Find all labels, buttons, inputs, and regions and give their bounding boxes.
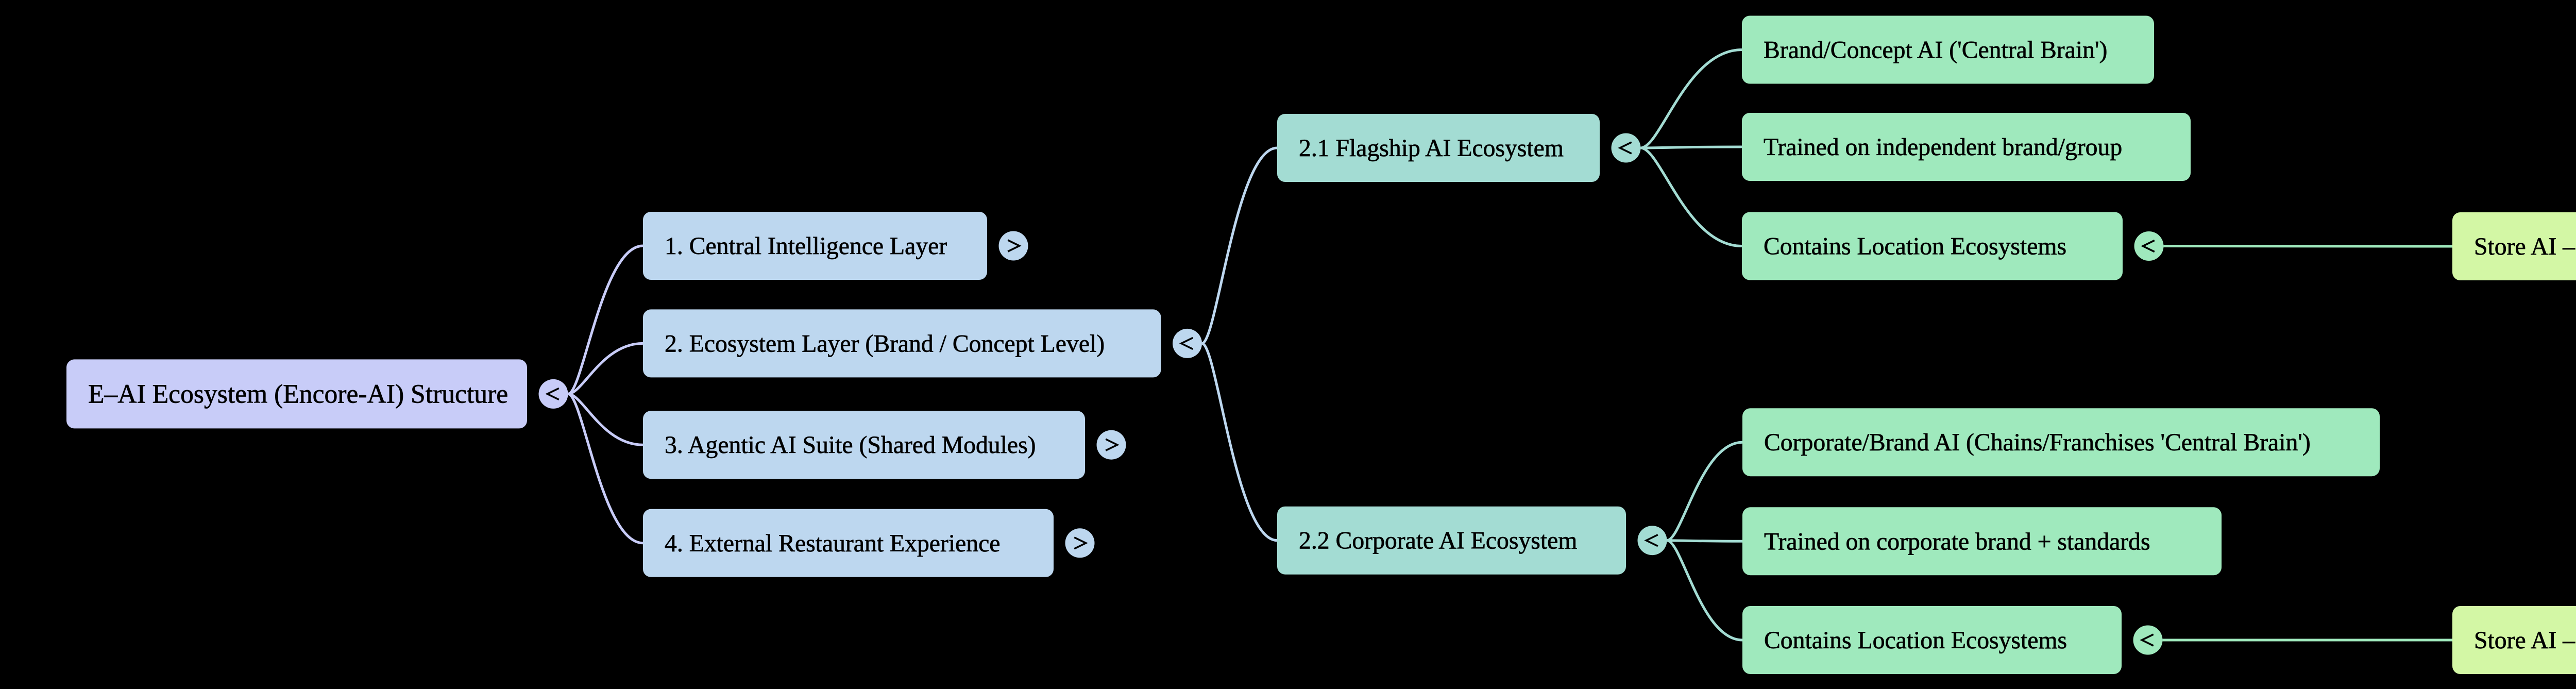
svg-text:1. Central Intelligence Layer: 1. Central Intelligence Layer <box>665 232 947 260</box>
svg-text:Store AI – Location 1, 2, 3, e: Store AI – Location 1, 2, 3, etc. <box>2474 233 2576 260</box>
svg-text:Contains Location Ecosystems: Contains Location Ecosystems <box>1764 233 2066 260</box>
svg-text:Corporate/Brand AI (Chains/Fra: Corporate/Brand AI (Chains/Franchises 'C… <box>1764 429 2311 456</box>
svg-text:Contains Location Ecosystems: Contains Location Ecosystems <box>1764 627 2067 654</box>
svg-text:Trained on corporate brand + s: Trained on corporate brand + standards <box>1764 528 2150 555</box>
svg-text:4. External Restaurant Experie: 4. External Restaurant Experience <box>665 530 1000 557</box>
svg-text:Trained on independent brand/g: Trained on independent brand/group <box>1764 133 2122 161</box>
svg-text:Brand/Concept AI ('Central Bra: Brand/Concept AI ('Central Brain') <box>1764 37 2107 64</box>
svg-text:Store AI – Unit 1, 2, 3, etc.: Store AI – Unit 1, 2, 3, etc. <box>2474 627 2576 654</box>
svg-text:2. Ecosystem Layer (Brand / Co: 2. Ecosystem Layer (Brand / Concept Leve… <box>665 330 1105 357</box>
svg-text:E–AI Ecosystem (Encore-AI) Str: E–AI Ecosystem (Encore-AI) Structure <box>88 379 508 409</box>
svg-text:2.1 Flagship AI Ecosystem: 2.1 Flagship AI Ecosystem <box>1299 135 1564 162</box>
svg-text:2.2 Corporate AI Ecosystem: 2.2 Corporate AI Ecosystem <box>1299 527 1577 554</box>
svg-text:3. Agentic AI Suite (Shared Mo: 3. Agentic AI Suite (Shared Modules) <box>665 431 1036 459</box>
